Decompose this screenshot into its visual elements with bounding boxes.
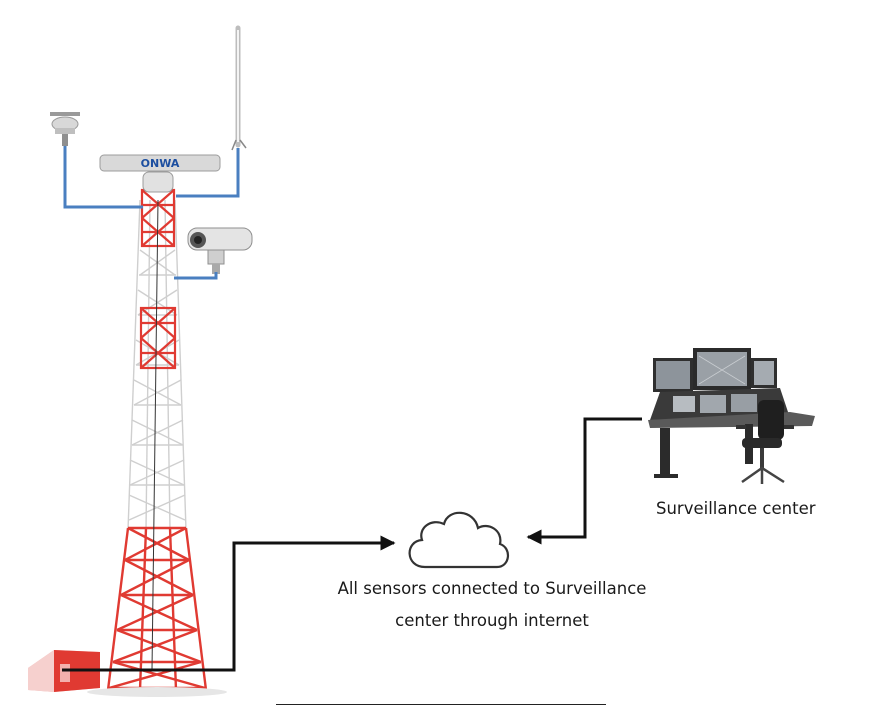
cloud-caption-line-2: center through internet <box>395 611 589 630</box>
antenna-mast <box>231 25 247 151</box>
surveillance-center-label: Surveillance center <box>656 499 816 518</box>
surveillance-desk <box>648 348 815 484</box>
sensor-cables <box>63 146 240 280</box>
ptz-camera <box>187 227 253 274</box>
radar-antenna: ONWA <box>99 154 221 193</box>
tower-to-cloud-arrow <box>62 535 396 672</box>
bottom-divider <box>276 704 606 705</box>
radar-brand-text: ONWA <box>141 157 180 170</box>
center-to-cloud-arrow <box>526 417 642 545</box>
weather-sensor <box>50 112 80 146</box>
lattice-tower <box>87 188 227 697</box>
internet-cloud-icon <box>408 511 509 569</box>
cloud-caption-line-1: All sensors connected to Surveillance <box>337 579 647 598</box>
